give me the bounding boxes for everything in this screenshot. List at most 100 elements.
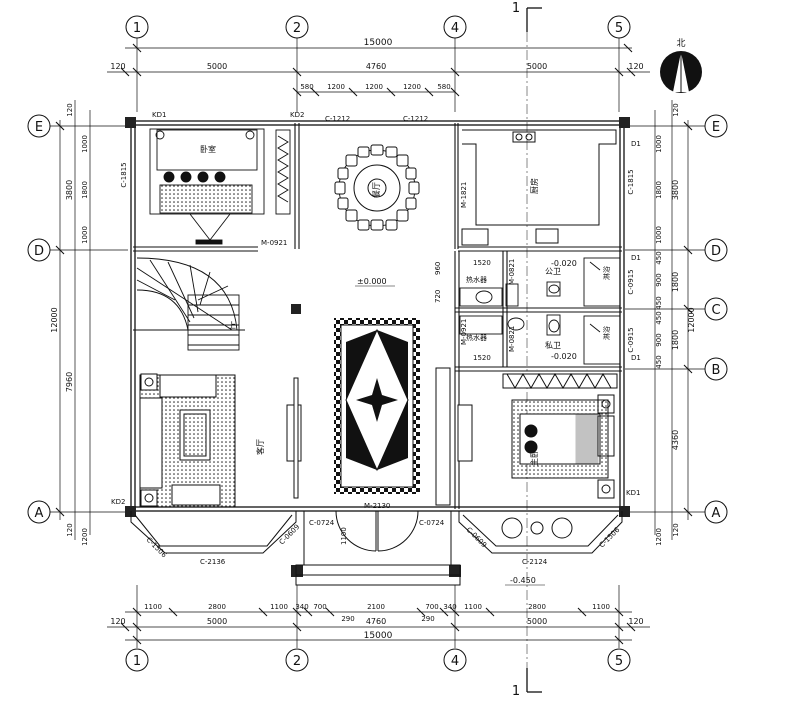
window-c0915-b: C-0915 xyxy=(627,327,635,352)
dim-right-mid-3: 1800 xyxy=(671,330,680,350)
dim-room-720: 720 xyxy=(434,290,442,303)
room-labels: 卧室 厨房 餐厅 公卫 私卫 主卧 客厅 上 xyxy=(200,144,561,466)
nw-bedroom-furniture xyxy=(149,128,291,245)
axis-label-bottom-5: 5 xyxy=(615,654,623,669)
axis-label-right-D: D xyxy=(711,244,721,259)
kitchen-counter xyxy=(461,129,617,246)
dim-top-row3-2: 1200 xyxy=(327,83,345,91)
axis-bubbles xyxy=(27,15,728,672)
window-c1212-a: C-1212 xyxy=(325,115,350,123)
window-c0724-a: C-0724 xyxy=(309,519,335,527)
dim-top-row2-2: 5000 xyxy=(207,62,227,71)
dim-bottom-9: 1100 xyxy=(464,603,482,611)
tag-kd2-bottom-left: KD2 xyxy=(111,498,125,506)
dim-left-inner-1: 1000 xyxy=(81,135,89,153)
axis-label-top-4: 4 xyxy=(451,21,459,36)
bathroom-room-dims: 1520 1520 960 720 热水器 热水器 淋浴 淋浴 xyxy=(434,259,611,362)
tag-d1-b: D1 xyxy=(631,254,641,262)
dim-bottom-11: 1100 xyxy=(592,603,610,611)
staircase xyxy=(136,257,240,351)
label-shower-1: 淋浴 xyxy=(602,266,611,280)
dim-bottom-row2-1: 120 xyxy=(110,617,125,626)
dim-door-1100: 1100 xyxy=(340,527,348,545)
bay-windows-porch xyxy=(130,510,623,586)
label-water-heater-2: 热水器 xyxy=(466,333,487,342)
bathroom-fixtures xyxy=(459,257,621,365)
top-dimensions: 15000 120 5000 4760 5000 120 580 1200 12… xyxy=(110,38,643,91)
dim-left-mid-1: 3800 xyxy=(65,180,74,200)
hall-carpet xyxy=(334,318,473,506)
window-c0915-a: C-0915 xyxy=(627,269,635,294)
dim-right-inner-7: 450 xyxy=(655,311,663,324)
elevation-wc-1: -0.020 xyxy=(551,259,577,268)
elevation-wc-2: -0.020 xyxy=(551,352,577,361)
tag-d1-a: D1 xyxy=(631,140,641,148)
dim-left-inner-2: 1800 xyxy=(81,181,89,199)
door-m0821-a: M-0821 xyxy=(508,259,516,285)
structure-tags: KD1 KD2 KD2 KD1 D1 D1 D1 xyxy=(111,111,641,506)
tag-d1-c: D1 xyxy=(631,354,641,362)
dim-bottom-3: 1100 xyxy=(270,603,288,611)
window-c0609-right: C-0609 xyxy=(465,526,489,550)
room-dining: 餐厅 xyxy=(372,182,381,198)
dim-bottom-7: 700 xyxy=(425,603,438,611)
dim-room-1520-a: 1520 xyxy=(473,259,491,267)
window-c1815-left: C-1815 xyxy=(120,162,128,187)
dim-bottom-290-a: 290 xyxy=(341,615,354,623)
dim-right-inner-4: 450 xyxy=(655,251,663,264)
elevation-porch: -0.450 xyxy=(510,576,536,585)
dim-top-total: 15000 xyxy=(364,38,393,48)
window-c1506-left: C-1506 xyxy=(145,536,169,560)
dim-right-inner-6: 450 xyxy=(655,296,663,309)
dim-bottom-6: 2100 xyxy=(367,603,385,611)
living-sofa xyxy=(139,373,302,508)
axis-label-top-2: 2 xyxy=(293,21,301,36)
stair-up-label: 上 xyxy=(228,321,236,330)
columns xyxy=(125,117,630,577)
tag-kd2-top: KD2 xyxy=(290,111,304,119)
dim-right-mid-4: 4360 xyxy=(671,430,680,450)
right-dimensions: 1000 1800 1000 450 900 450 450 900 450 3… xyxy=(655,103,696,546)
dim-bottom-row2-2: 5000 xyxy=(207,617,227,626)
dim-bottom-row2-4: 5000 xyxy=(527,617,547,626)
dim-top-row3-4: 1200 xyxy=(403,83,421,91)
bottom-dimensions: 1100 2800 1100 340 700 2100 700 340 1100… xyxy=(110,603,643,641)
dim-left-mid-2: 7960 xyxy=(65,372,74,392)
room-private-wc: 私卫 xyxy=(545,341,561,350)
label-shower-2: 淋浴 xyxy=(602,326,611,340)
window-c1815-right: C-1815 xyxy=(627,169,635,194)
axis-label-left-D: D xyxy=(34,244,44,259)
axis-label-right-A: A xyxy=(712,506,721,521)
dim-bottom-row2-5: 120 xyxy=(628,617,643,626)
axis-label-right-B: B xyxy=(712,363,721,378)
dim-bottom-8: 340 xyxy=(443,603,456,611)
dim-bottom-2: 2800 xyxy=(208,603,226,611)
window-c0724-b: C-0724 xyxy=(419,519,445,527)
dim-top-row2-3: 4760 xyxy=(366,62,386,71)
dim-top-row3-3: 1200 xyxy=(365,83,383,91)
door-m0821-b: M-0821 xyxy=(508,326,516,352)
dim-bottom-total: 15000 xyxy=(364,631,393,641)
section-label-bottom: 1 xyxy=(512,684,520,699)
dim-right-inner-9: 450 xyxy=(655,355,663,368)
section-mark-bottom xyxy=(526,668,542,693)
dim-right-mid-1: 3800 xyxy=(671,180,680,200)
window-c0609-left: C-0609 xyxy=(278,523,302,547)
dim-bottom-4: 340 xyxy=(295,603,308,611)
room-public-wc: 公卫 xyxy=(545,267,561,276)
dim-right-inner-8: 900 xyxy=(655,333,663,346)
window-c1506-right: C-1506 xyxy=(598,526,622,550)
section-label-top: 1 xyxy=(512,1,520,16)
dim-top-row3-5: 580 xyxy=(437,83,450,91)
dim-left-120-top: 120 xyxy=(66,103,74,116)
dim-left-1200: 1200 xyxy=(81,528,89,546)
dim-bottom-row2-3: 4760 xyxy=(366,617,386,626)
axis-label-bottom-2: 2 xyxy=(293,654,301,669)
interior-walls xyxy=(133,123,622,509)
dim-right-inner-2: 1800 xyxy=(655,181,663,199)
axis-label-top-5: 5 xyxy=(615,21,623,36)
window-c2124: C-2124 xyxy=(522,558,548,566)
dim-bottom-1: 1100 xyxy=(144,603,162,611)
dim-right-1200: 1200 xyxy=(655,528,663,546)
room-living: 客厅 xyxy=(255,439,265,455)
